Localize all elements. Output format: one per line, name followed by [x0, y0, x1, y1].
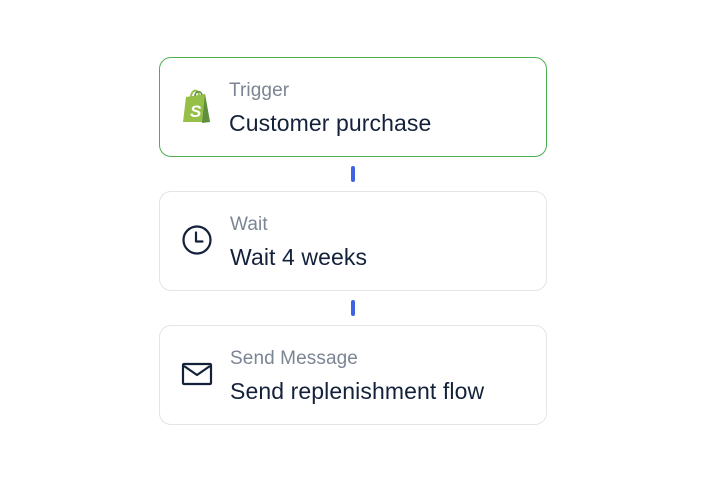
wait-step-card[interactable]: Wait Wait 4 weeks [159, 191, 547, 291]
clock-icon [180, 223, 214, 257]
flow-connector [351, 166, 355, 182]
step-type-label: Wait [230, 214, 268, 235]
step-title: Customer purchase [229, 110, 432, 136]
trigger-step-card[interactable]: S Trigger Customer purchase [159, 57, 547, 157]
step-title: Send replenishment flow [230, 378, 485, 404]
step-type-label: Send Message [230, 348, 358, 369]
shopify-bag-icon: S [180, 89, 214, 123]
svg-text:S: S [190, 102, 202, 121]
step-title: Wait 4 weeks [230, 244, 368, 270]
step-type-label: Trigger [229, 80, 290, 101]
flow-connector [351, 300, 355, 316]
envelope-icon [180, 357, 214, 391]
send-message-step-card[interactable]: Send Message Send replenishment flow [159, 325, 547, 425]
